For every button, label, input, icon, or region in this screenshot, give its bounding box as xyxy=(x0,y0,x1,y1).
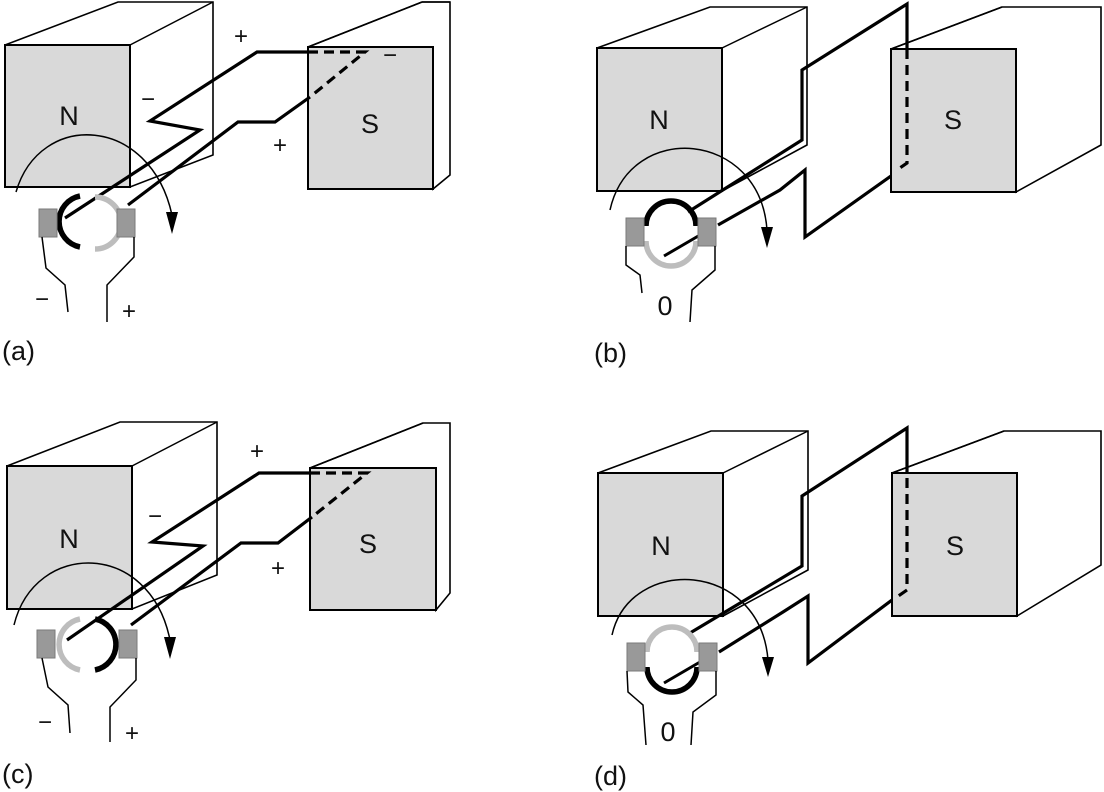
panel-label: (d) xyxy=(594,761,627,791)
output-value: 0 xyxy=(657,291,672,321)
rotation-arrow xyxy=(15,134,173,216)
coil-sign: − xyxy=(141,86,155,113)
commutator-segment-dark xyxy=(94,616,119,673)
rotation-arrow xyxy=(13,562,171,641)
output-lead-right xyxy=(109,658,137,742)
coil-sign: + xyxy=(273,132,287,159)
output-lead-left xyxy=(626,670,647,746)
coil-sign: − xyxy=(383,42,397,69)
brush-right xyxy=(697,217,717,247)
commutator-segment-light xyxy=(643,240,699,269)
output-terminal-sign: + xyxy=(122,298,136,325)
north-magnet: N xyxy=(596,6,808,193)
north-magnet: N xyxy=(4,1,214,189)
coil-sign: + xyxy=(271,555,285,582)
armature-coil xyxy=(689,425,909,667)
south-magnet: S xyxy=(307,1,451,191)
brush-left xyxy=(625,217,645,247)
south-pole-label: S xyxy=(359,529,377,559)
panel-label: (a) xyxy=(2,336,35,366)
brush-right xyxy=(116,208,136,238)
rotation-arrow xyxy=(609,147,768,231)
output-terminal-sign: + xyxy=(125,720,139,747)
panel-label: (b) xyxy=(594,338,627,368)
south-pole-label: S xyxy=(361,109,379,139)
coil-sign: − xyxy=(148,503,162,530)
commutator-segment-dark xyxy=(643,198,699,227)
output-lead-left xyxy=(41,657,71,734)
north-magnet: N xyxy=(6,421,218,611)
output-value: 0 xyxy=(660,717,675,747)
coil-sign: + xyxy=(234,23,248,50)
commutator-segment-light xyxy=(56,616,81,673)
commutator xyxy=(56,616,119,673)
panel-c: N S + − + − + (c) xyxy=(2,421,451,789)
north-pole-label: N xyxy=(649,105,669,135)
arrow-head-icon xyxy=(164,637,176,659)
arrow-head-icon xyxy=(761,227,773,248)
south-pole-label: S xyxy=(944,105,962,135)
south-pole-label: S xyxy=(946,531,964,561)
panel-label: (c) xyxy=(2,759,33,789)
south-magnet: S xyxy=(309,422,451,613)
panel-b: N S 0 (b) xyxy=(594,1,1102,368)
output-lead-right xyxy=(106,237,135,322)
north-magnet: N xyxy=(597,430,809,618)
armature-coil xyxy=(64,50,370,220)
coil-sign: + xyxy=(250,438,264,465)
commutator-segment-dark xyxy=(644,666,700,695)
output-terminal-sign: − xyxy=(35,286,49,313)
rotation-arrow xyxy=(611,578,769,661)
brush-left xyxy=(36,629,56,659)
brush-left xyxy=(626,642,646,672)
output-terminal-sign: − xyxy=(38,709,52,736)
armature-coil xyxy=(687,1,909,241)
output-lead-left xyxy=(625,246,643,294)
arrow-head-icon xyxy=(166,212,178,234)
north-pole-label: N xyxy=(59,524,79,554)
panel-d: N S 0 (d) xyxy=(594,425,1102,791)
output-lead-right xyxy=(689,246,716,323)
armature-coil xyxy=(66,471,372,642)
commutator-segment-dark xyxy=(56,193,81,250)
output-lead-left xyxy=(41,236,69,313)
commutator xyxy=(644,624,701,695)
south-magnet: S xyxy=(890,6,1102,194)
commutator-segment-light xyxy=(644,624,700,653)
commutator xyxy=(56,193,124,252)
north-pole-label: N xyxy=(651,531,671,561)
brush-right xyxy=(118,629,138,659)
brush-right xyxy=(698,642,718,672)
south-magnet: S xyxy=(891,430,1102,618)
arrow-head-icon xyxy=(762,657,774,677)
panel-a: N S + − − + − + (a xyxy=(2,1,451,366)
output-lead-right xyxy=(690,671,717,746)
north-pole-label: N xyxy=(59,101,79,131)
commutator xyxy=(643,198,701,269)
brush-left xyxy=(38,208,58,238)
